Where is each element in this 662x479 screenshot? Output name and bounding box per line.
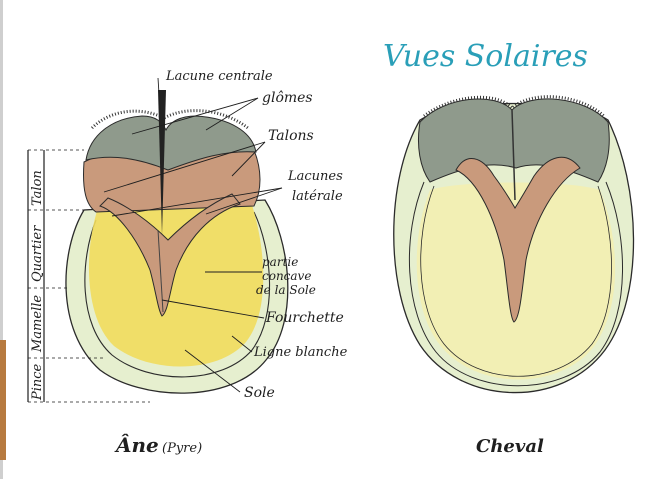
label-glomes: glômes: [262, 90, 313, 106]
horse-caption: Cheval: [476, 436, 544, 457]
label-talons: Talons: [268, 128, 314, 144]
label-lacunes: Lacunes: [287, 169, 343, 184]
page-title: Vues Solaires: [383, 39, 588, 74]
label-fourchette: Fourchette: [265, 310, 344, 326]
zone-pince: Pince: [30, 363, 45, 401]
donkey-caption: Âne: [114, 433, 159, 457]
label-de-la-sole: de la Sole: [256, 283, 316, 297]
label-lacune-centrale: Lacune centrale: [165, 69, 273, 84]
zone-quartier: Quartier: [30, 225, 45, 282]
label-laterale: latérale: [292, 189, 343, 204]
donkey-sole: [89, 205, 263, 367]
left-edge-wood: [0, 340, 6, 460]
donkey-caption-note: (Pyre): [162, 441, 202, 456]
zone-talon: Talon: [30, 170, 45, 206]
horse-hoof: [394, 97, 634, 393]
label-ligne-blanche: Ligne blanche: [253, 345, 348, 360]
label-partie: partie: [262, 255, 298, 269]
label-sole: Sole: [244, 385, 275, 401]
zone-mamelle: Mamelle: [30, 295, 45, 353]
label-concave: concave: [262, 269, 311, 283]
